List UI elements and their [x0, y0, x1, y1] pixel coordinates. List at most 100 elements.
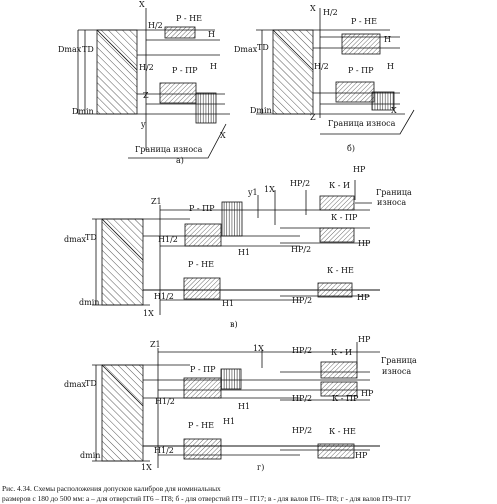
label-td: TD [82, 45, 94, 54]
label-x-bottom: 1X [143, 309, 154, 318]
label-h12-a: H1/2 [158, 235, 178, 244]
shaft-tolerance-field [101, 218, 144, 306]
hole-tolerance-field [96, 29, 138, 115]
label-h2-mid: H/2 [314, 62, 329, 71]
label-k-pr: К - ПР [332, 394, 359, 403]
gauge-zone-p-ne [183, 438, 222, 460]
label-p-ne: Р - НЕ [188, 260, 214, 269]
label-td: TD [85, 233, 97, 242]
label-h1-a: H1 [238, 248, 250, 257]
panel-b: X H/2 Р - НЕ H Dmax TD H/2 Р - ПР H Dmin… [234, 4, 415, 153]
label-p-pr: Р - ПР [172, 66, 198, 75]
label-hp2-mid: HP/2 [292, 394, 312, 403]
label-h2-top: H/2 [323, 8, 338, 17]
label-td: TD [85, 379, 97, 388]
label-wear: Граница износа [135, 145, 203, 154]
label-x: X [310, 4, 316, 13]
label-hp-r1: HP [358, 239, 371, 248]
wear-zone [220, 368, 242, 390]
label-td: TD [257, 43, 269, 52]
label-h12-a: H1/2 [155, 397, 175, 406]
label-p-pr: Р - ПР [348, 66, 374, 75]
label-z: Z [310, 113, 316, 122]
gauge-zone-p-pr [159, 82, 197, 104]
label-h2-mid: H/2 [139, 63, 154, 72]
gauge-zone-p-pr [183, 377, 222, 399]
label-x1: 1X [253, 344, 264, 353]
label-dmax: Dmax [234, 45, 258, 54]
label-wear-2: износа [377, 198, 406, 207]
label-hp2-bot: HP/2 [292, 296, 312, 305]
label-dmax: dmax [64, 380, 86, 389]
label-k-i: К - И [329, 181, 350, 190]
label-x-bottom: X [391, 106, 397, 115]
label-hp-top: HP [353, 165, 366, 174]
label-h-mid: H [210, 62, 217, 71]
label-wear-2: износа [382, 367, 411, 376]
label-wear: Граница износа [328, 119, 396, 128]
panel-g: Z1 1X HP HP/2 К - И Граница износа Р - П… [64, 335, 417, 472]
gauge-zone-p-ne [183, 277, 221, 300]
label-dmin: dmin [80, 451, 100, 460]
wear-zone [371, 91, 395, 111]
label-dmax: dmax [64, 235, 86, 244]
gauge-zone-p-pr [184, 223, 222, 247]
caption-line-2: размеров с 180 до 500 мм: а – для отверс… [2, 494, 411, 503]
label-dmin: Dmin [250, 106, 272, 115]
panel-letter: в) [230, 320, 238, 329]
gauge-zone-k-ne [317, 443, 355, 459]
label-h12-b: H1/2 [154, 292, 174, 301]
label-dmin: Dmin [72, 107, 94, 116]
label-p-pr: Р - ПР [190, 365, 216, 374]
label-h-mid: H [387, 62, 394, 71]
gauge-zone-k-ne [317, 282, 353, 298]
panel-letter: б) [347, 144, 355, 153]
label-k-ne: К - НЕ [329, 427, 356, 436]
gauge-zone-k-i [320, 361, 358, 379]
label-h-top: H [384, 35, 391, 44]
label-hp2-top: HP/2 [292, 346, 312, 355]
shaft-tolerance-field [101, 364, 144, 462]
hole-tolerance-field [272, 29, 314, 115]
label-h12-b: H1/2 [154, 446, 174, 455]
label-x1: 1X [264, 185, 275, 194]
label-p-pr: Р - ПР [189, 204, 215, 213]
label-hp-top: HP [358, 335, 371, 344]
panel-letter: а) [176, 156, 184, 165]
panel-v: HP 1X y1 HP/2 К - И Граница износа Z1 Р … [64, 165, 412, 329]
gauge-zone-p-ne [341, 33, 381, 55]
label-h1-b: H1 [222, 299, 234, 308]
label-k-ne: К - НЕ [327, 266, 354, 275]
gauge-zone-k-pr [320, 381, 358, 397]
label-x-bottom: 1X [141, 463, 152, 472]
label-wear-1: Граница [376, 188, 412, 197]
gauge-zone-p-ne [164, 26, 196, 39]
gauge-zone-k-i [319, 195, 355, 211]
label-h1-a: H1 [238, 402, 250, 411]
gauge-zone-k-pr [319, 227, 355, 243]
label-dmax: Dmax [58, 45, 82, 54]
label-h1-b: H1 [223, 417, 235, 426]
label-hp2-top: HP/2 [290, 179, 310, 188]
label-wear-1: Граница [381, 356, 417, 365]
label-p-ne: Р - НЕ [351, 17, 377, 26]
label-h-top: H [208, 30, 215, 39]
caption-line-1: Рис. 4.34. Схемы расположения допусков к… [2, 484, 221, 493]
label-y1: y1 [247, 188, 258, 197]
label-hp2-mid: HP/2 [291, 245, 311, 254]
label-x: X [139, 0, 145, 9]
label-hp-r2: HP [355, 451, 368, 460]
label-x-bottom: X [220, 131, 226, 140]
wear-zone [221, 201, 243, 237]
label-k-i: К - И [331, 348, 352, 357]
label-y: y [140, 120, 146, 129]
label-z: Z [143, 91, 149, 100]
label-z1: Z1 [151, 197, 162, 206]
label-hp-r1: HP [361, 389, 374, 398]
panel-letter: г) [257, 463, 264, 472]
label-p-ne: Р - НЕ [188, 421, 214, 430]
label-z1: Z1 [150, 340, 161, 349]
label-h2-top: H/2 [148, 21, 163, 30]
label-hp2-bot: HP/2 [292, 426, 312, 435]
